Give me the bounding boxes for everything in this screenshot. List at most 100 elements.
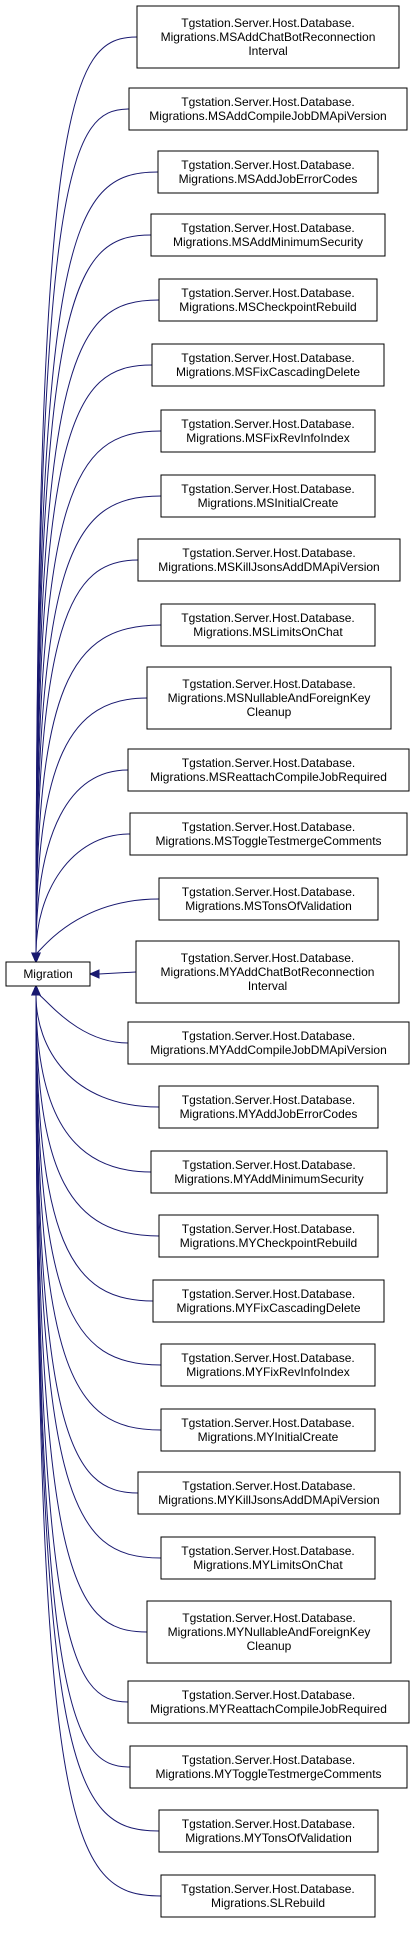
derived-class-label[interactable]: Tgstation.Server.Host.Database. [182, 820, 355, 834]
derived-class-node[interactable]: Tgstation.Server.Host.Database.Migration… [158, 1085, 379, 1129]
derived-class-box[interactable] [150, 1150, 388, 1194]
derived-class-label[interactable]: Tgstation.Server.Host.Database. [182, 546, 355, 560]
derived-class-label[interactable]: Migrations.MYInitialCreate [198, 1430, 339, 1444]
derived-class-node[interactable]: Tgstation.Server.Host.Database.Migration… [158, 278, 378, 322]
derived-class-box[interactable] [146, 1600, 392, 1664]
derived-class-label[interactable]: Tgstation.Server.Host.Database. [182, 1817, 355, 1831]
derived-class-label[interactable]: Tgstation.Server.Host.Database. [182, 1479, 355, 1493]
derived-class-label[interactable]: Migrations.MYFixRevInfoIndex [186, 1365, 349, 1379]
derived-class-label[interactable]: Migrations.MSReattachCompileJobRequired [150, 770, 387, 784]
base-class-node[interactable]: Migration [5, 961, 91, 987]
derived-class-box[interactable] [160, 1536, 376, 1580]
derived-class-node[interactable]: Tgstation.Server.Host.Database.Migration… [129, 1745, 408, 1789]
derived-class-label[interactable]: Tgstation.Server.Host.Database. [182, 756, 355, 770]
derived-class-box[interactable] [158, 1809, 379, 1853]
derived-class-label[interactable]: Tgstation.Server.Host.Database. [181, 221, 354, 235]
derived-class-label[interactable]: Migrations.MYAddMinimumSecurity [174, 1172, 363, 1186]
derived-class-label[interactable]: Migrations.MSToggleTestmergeComments [155, 834, 381, 848]
derived-class-label[interactable]: Migrations.MYToggleTestmergeComments [155, 1767, 381, 1781]
derived-class-label[interactable]: Migrations.MYTonsOfValidation [185, 1831, 352, 1845]
derived-class-node[interactable]: Tgstation.Server.Host.Database.Migration… [146, 1600, 392, 1664]
derived-class-node[interactable]: Tgstation.Server.Host.Database.Migration… [135, 940, 400, 1004]
derived-class-label[interactable]: Tgstation.Server.Host.Database. [182, 1029, 355, 1043]
derived-class-label[interactable]: Tgstation.Server.Host.Database. [181, 95, 354, 109]
derived-class-node[interactable]: Tgstation.Server.Host.Database.Migration… [160, 1536, 376, 1580]
derived-class-box[interactable] [160, 603, 376, 647]
derived-class-label[interactable]: Migrations.MSAddCompileJobDMApiVersion [149, 109, 386, 123]
derived-class-box[interactable] [157, 150, 379, 194]
derived-class-box[interactable] [158, 1214, 379, 1258]
derived-class-label[interactable]: Tgstation.Server.Host.Database. [181, 1351, 354, 1365]
derived-class-label[interactable]: Tgstation.Server.Host.Database. [182, 1093, 355, 1107]
derived-class-label[interactable]: Migrations.MYKillJsonsAddDMApiVersion [158, 1493, 379, 1507]
derived-class-label[interactable]: Tgstation.Server.Host.Database. [181, 158, 354, 172]
derived-class-node[interactable]: Tgstation.Server.Host.Database.Migration… [146, 666, 392, 730]
derived-class-label[interactable]: Tgstation.Server.Host.Database. [182, 1287, 355, 1301]
derived-class-label[interactable]: Migrations.MSAddJobErrorCodes [179, 172, 358, 186]
derived-class-label[interactable]: Migrations.MYAddCompileJobDMApiVersion [150, 1043, 387, 1057]
derived-class-box[interactable] [160, 409, 376, 453]
derived-class-node[interactable]: Tgstation.Server.Host.Database.Migration… [157, 150, 379, 194]
derived-class-box[interactable] [151, 343, 385, 387]
derived-class-node[interactable]: Tgstation.Server.Host.Database.Migration… [151, 343, 385, 387]
derived-class-box[interactable] [160, 474, 376, 518]
derived-class-node[interactable]: Tgstation.Server.Host.Database.Migration… [158, 877, 379, 921]
derived-class-label[interactable]: Migrations.MSFixCascadingDelete [176, 365, 360, 379]
derived-class-label[interactable]: Tgstation.Server.Host.Database. [181, 1416, 354, 1430]
derived-class-label[interactable]: Tgstation.Server.Host.Database. [181, 417, 354, 431]
derived-class-box[interactable] [127, 1021, 410, 1065]
base-class-label[interactable]: Migration [23, 967, 72, 981]
derived-class-label[interactable]: Migrations.MSCheckpointRebuild [179, 300, 356, 314]
derived-class-node[interactable]: Tgstation.Server.Host.Database.Migration… [150, 1150, 388, 1194]
derived-class-node[interactable]: Tgstation.Server.Host.Database.Migration… [136, 5, 400, 69]
derived-class-node[interactable]: Tgstation.Server.Host.Database.Migration… [152, 1279, 385, 1323]
derived-class-label[interactable]: Tgstation.Server.Host.Database. [181, 1544, 354, 1558]
derived-class-label[interactable]: Migrations.MSNullableAndForeignKey [168, 691, 371, 705]
derived-class-label[interactable]: Migrations.MSKillJsonsAddDMApiVersion [158, 560, 379, 574]
derived-class-label[interactable]: Cleanup [247, 1639, 292, 1653]
derived-class-node[interactable]: Tgstation.Server.Host.Database.Migration… [158, 1214, 379, 1258]
derived-class-box[interactable] [160, 1343, 376, 1387]
derived-class-label[interactable]: Interval [248, 979, 287, 993]
derived-class-label[interactable]: Tgstation.Server.Host.Database. [182, 1611, 355, 1625]
derived-class-node[interactable]: Tgstation.Server.Host.Database.Migration… [160, 603, 376, 647]
derived-class-label[interactable]: Migrations.MSInitialCreate [198, 496, 339, 510]
derived-class-label[interactable]: Migrations.MSAddMinimumSecurity [173, 235, 363, 249]
derived-class-box[interactable] [160, 1874, 376, 1918]
derived-class-label[interactable]: Tgstation.Server.Host.Database. [181, 16, 354, 30]
derived-class-box[interactable] [158, 877, 379, 921]
base-class-box[interactable] [5, 961, 91, 987]
derived-class-box[interactable] [150, 213, 386, 257]
derived-class-label[interactable]: Migrations.MSAddChatBotReconnection [161, 30, 376, 44]
derived-class-label[interactable]: Tgstation.Server.Host.Database. [181, 286, 354, 300]
derived-class-label[interactable]: Tgstation.Server.Host.Database. [182, 677, 355, 691]
derived-class-box[interactable] [137, 538, 401, 582]
derived-class-label[interactable]: Migrations.MYAddChatBotReconnection [161, 965, 375, 979]
derived-class-label[interactable]: Migrations.MYAddJobErrorCodes [180, 1107, 358, 1121]
derived-class-label[interactable]: Migrations.MYFixCascadingDelete [176, 1301, 360, 1315]
derived-class-label[interactable]: Migrations.MSFixRevInfoIndex [186, 431, 349, 445]
derived-class-node[interactable]: Tgstation.Server.Host.Database.Migration… [127, 748, 410, 792]
derived-class-node[interactable]: Tgstation.Server.Host.Database.Migration… [160, 1874, 376, 1918]
derived-class-label[interactable]: Migrations.SLRebuild [211, 1896, 325, 1910]
derived-class-box[interactable] [158, 1085, 379, 1129]
derived-class-box[interactable] [129, 812, 408, 856]
derived-class-label[interactable]: Tgstation.Server.Host.Database. [181, 951, 354, 965]
derived-class-node[interactable]: Tgstation.Server.Host.Database.Migration… [127, 1021, 410, 1065]
derived-class-node[interactable]: Tgstation.Server.Host.Database.Migration… [160, 474, 376, 518]
derived-class-node[interactable]: Tgstation.Server.Host.Database.Migration… [150, 213, 386, 257]
derived-class-label[interactable]: Interval [248, 44, 287, 58]
derived-class-label[interactable]: Tgstation.Server.Host.Database. [181, 1882, 354, 1896]
derived-class-node[interactable]: Tgstation.Server.Host.Database.Migration… [137, 538, 401, 582]
derived-class-box[interactable] [127, 748, 410, 792]
derived-class-label[interactable]: Tgstation.Server.Host.Database. [182, 1688, 355, 1702]
derived-class-label[interactable]: Migrations.MSTonsOfValidation [185, 899, 352, 913]
derived-class-label[interactable]: Migrations.MSLimitsOnChat [193, 625, 343, 639]
derived-class-box[interactable] [158, 278, 378, 322]
derived-class-node[interactable]: Tgstation.Server.Host.Database.Migration… [158, 1809, 379, 1853]
derived-class-label[interactable]: Migrations.MYNullableAndForeignKey [168, 1625, 371, 1639]
derived-class-label[interactable]: Cleanup [247, 705, 292, 719]
derived-class-label[interactable]: Migrations.MYCheckpointRebuild [180, 1236, 357, 1250]
derived-class-box[interactable] [135, 940, 400, 1004]
derived-class-node[interactable]: Tgstation.Server.Host.Database.Migration… [128, 87, 408, 131]
